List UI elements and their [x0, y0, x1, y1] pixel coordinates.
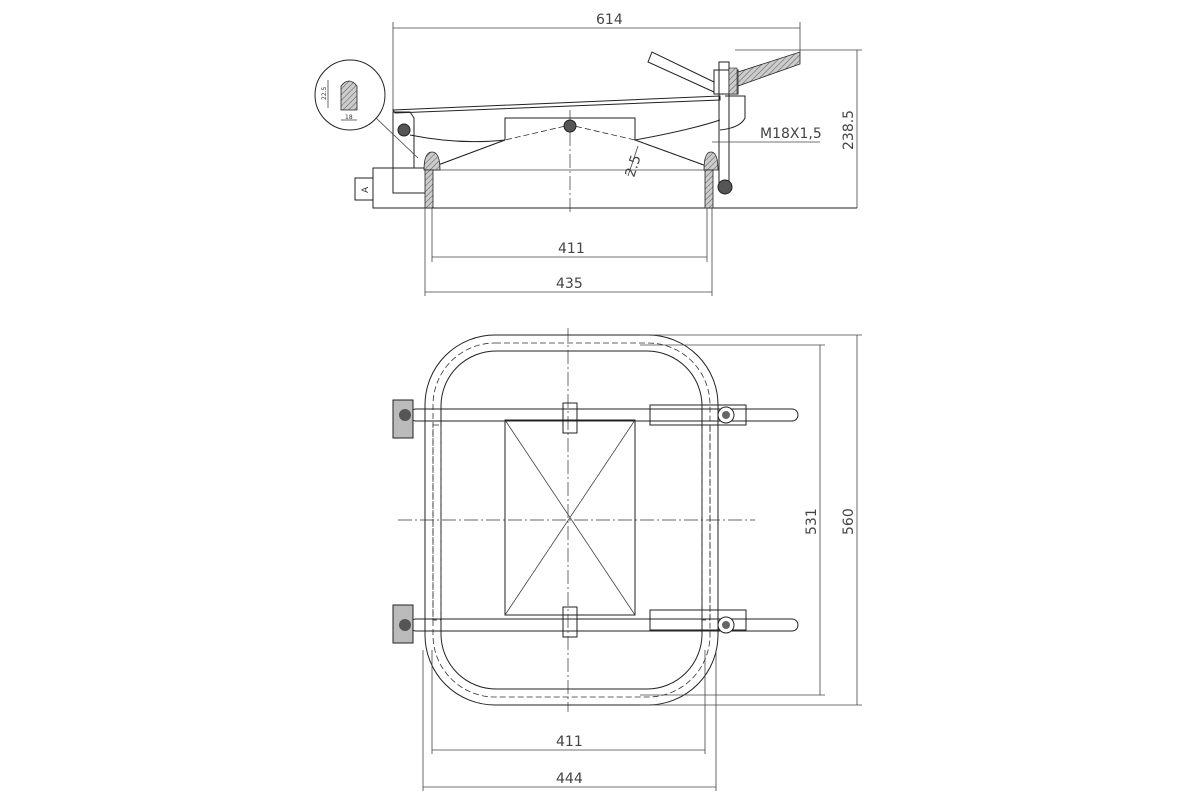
dim-531-label: 531 — [804, 508, 820, 535]
detail-height-label: 22.5 — [321, 86, 328, 100]
hinge-pin-left — [397, 123, 411, 137]
section-label: A — [361, 186, 371, 193]
handle-right — [737, 51, 801, 87]
gasket-left — [423, 151, 441, 171]
dim-238-label: 238.5 — [841, 110, 857, 150]
dim-435-label: 435 — [556, 276, 583, 292]
clamp-bar-top — [392, 399, 799, 439]
gasket-right — [703, 151, 719, 171]
handle-left — [647, 51, 715, 93]
dim-thickness-label: 2.5 — [623, 153, 645, 179]
dim-614-label: 614 — [596, 12, 623, 28]
top-view: 531 560 411 444 — [392, 328, 862, 791]
thread-label: M18X1,5 — [760, 126, 822, 142]
hinge-bolt — [563, 119, 577, 133]
dim-444-label: 444 — [556, 771, 583, 787]
cover-plate — [504, 419, 636, 616]
bolt-pivot — [717, 179, 733, 195]
swing-bolt — [718, 61, 730, 185]
dim-411-side-label: 411 — [558, 241, 585, 257]
dim-560-label: 560 — [841, 508, 857, 535]
clamp-bar-bottom — [392, 604, 799, 644]
detail-width-label: 18 — [345, 114, 353, 121]
side-view: 614 238.5 A 2.5 — [314, 12, 862, 296]
section-marker — [354, 177, 374, 201]
dim-411-top-label: 411 — [556, 734, 583, 750]
detail-callout — [314, 59, 386, 131]
